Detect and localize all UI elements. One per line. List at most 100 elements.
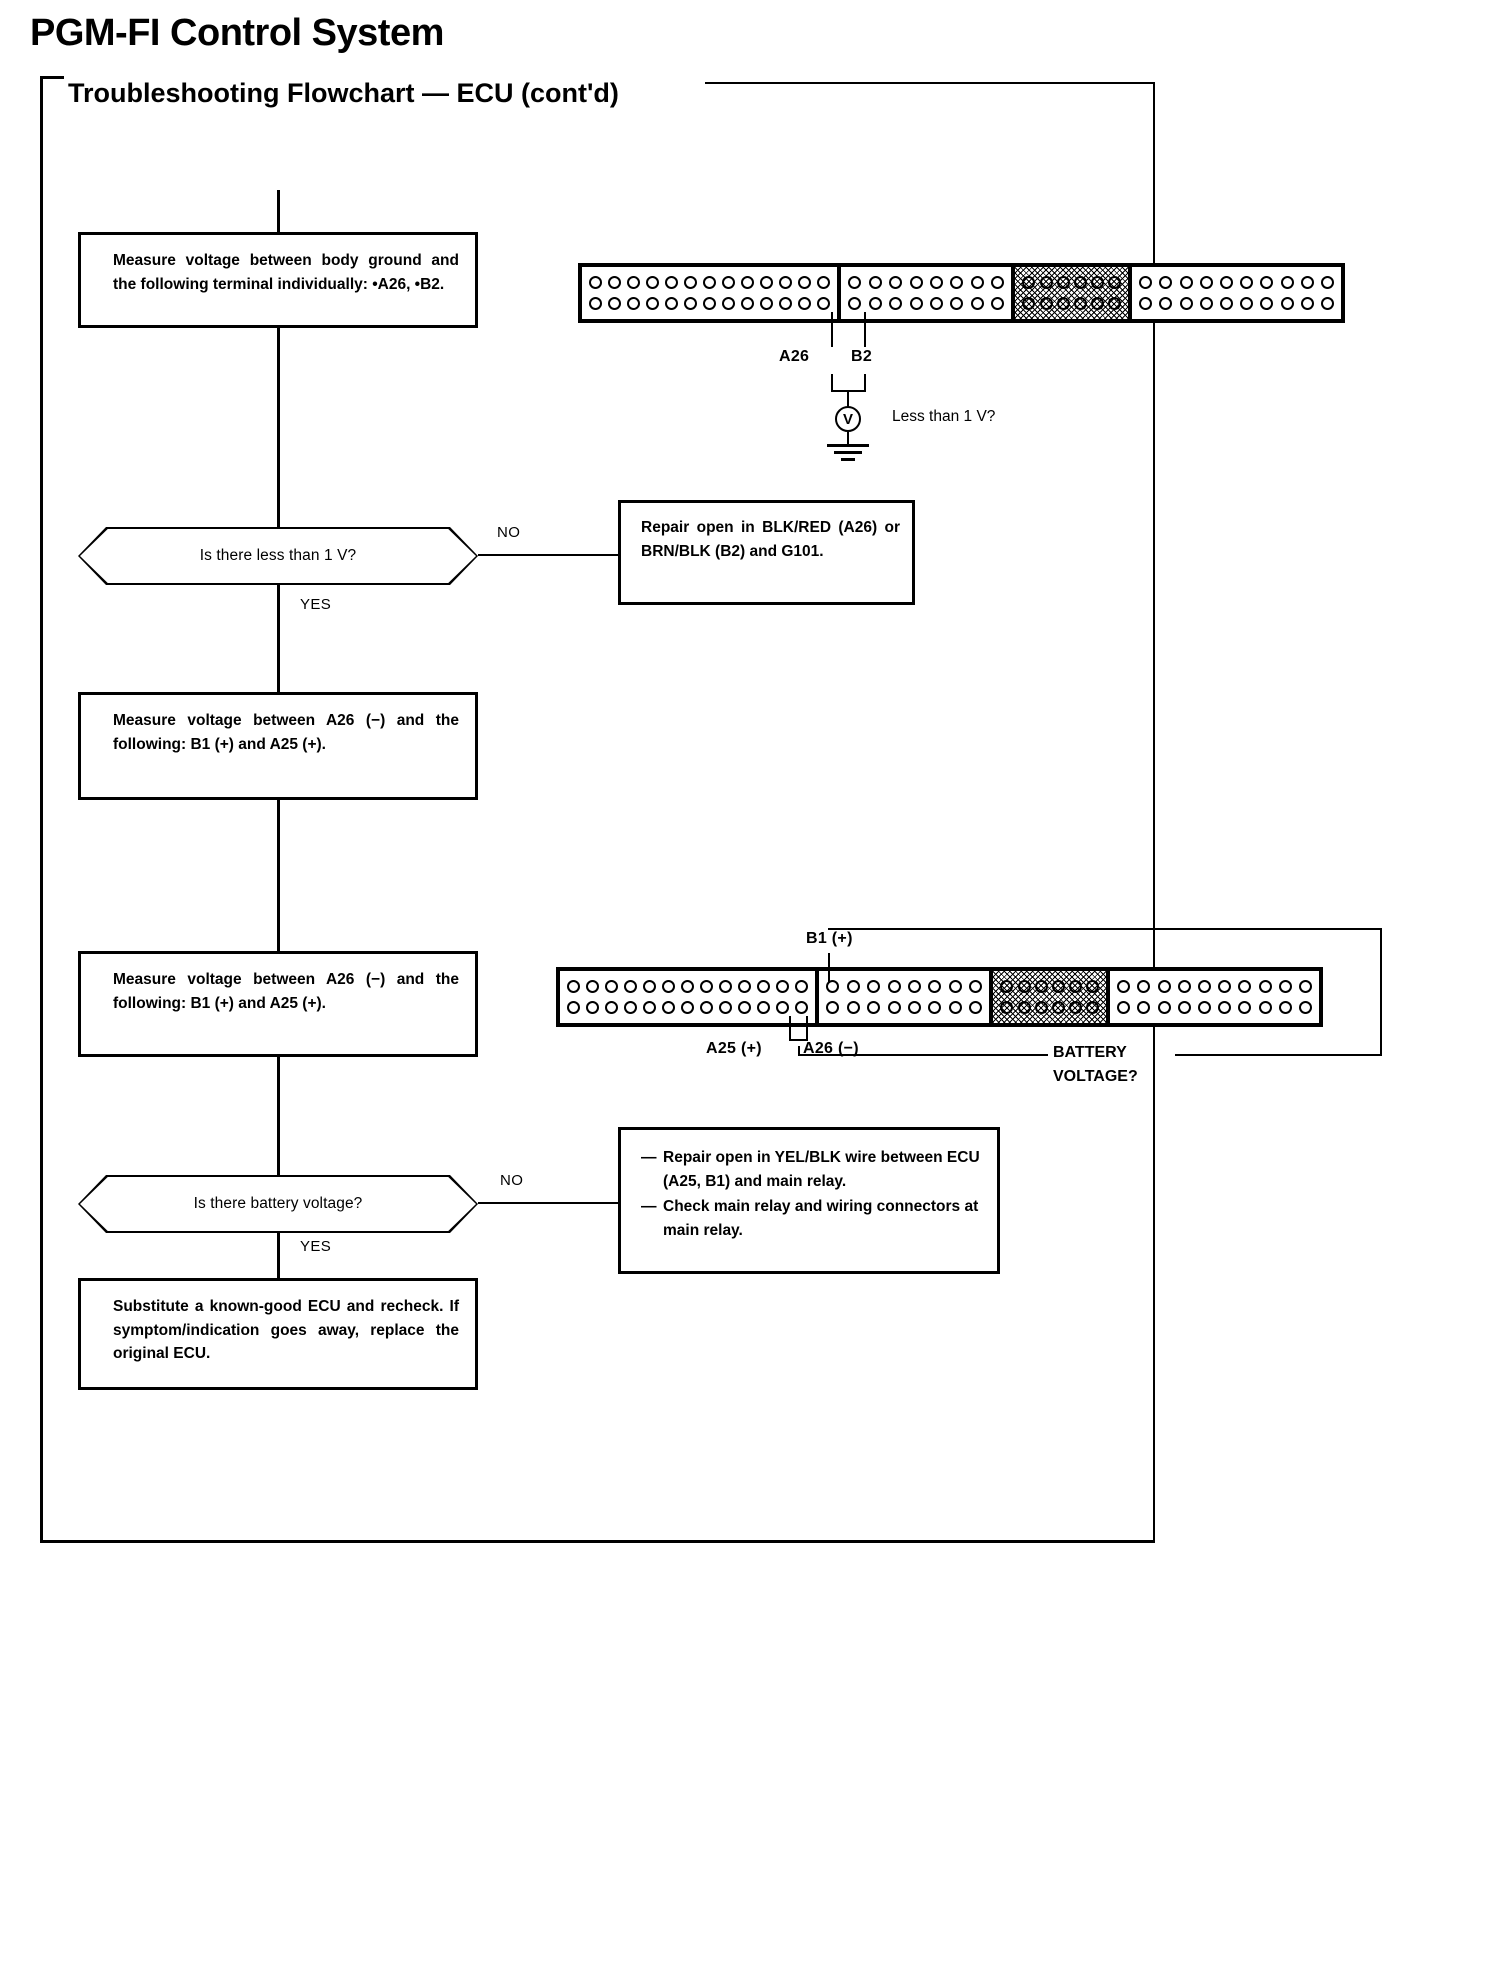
connector-pin <box>868 276 882 289</box>
voltmeter-icon: V <box>835 406 861 432</box>
connector-pin <box>1000 1001 1014 1014</box>
connector-pin <box>1218 1001 1232 1014</box>
pin-label-b2: B2 <box>851 348 873 365</box>
connector-pin <box>1039 297 1053 310</box>
connector-pin <box>1157 1001 1171 1014</box>
ecu-connector-top <box>578 263 1345 323</box>
lead-line-a25-across <box>798 1054 1048 1056</box>
connector-pin <box>817 276 831 289</box>
pin-row-upper <box>1000 980 1100 993</box>
connector-pin <box>1240 297 1254 310</box>
decision-battery-voltage-label: Is there battery voltage? <box>80 1177 476 1231</box>
connector-pin <box>1177 1001 1191 1014</box>
voltmeter-ground-lead <box>847 432 849 446</box>
connector-pin <box>1199 276 1213 289</box>
connector-pin <box>567 980 580 993</box>
pin-row-upper <box>826 980 983 993</box>
connector-pin <box>1091 276 1105 289</box>
connector-pin <box>760 276 774 289</box>
connector-pin <box>1177 980 1191 993</box>
list-item: — Repair open in YEL/BLK wire between EC… <box>641 1146 983 1193</box>
connector-pin <box>779 276 793 289</box>
pin-row-lower <box>1117 1001 1312 1014</box>
connector-pin <box>1139 276 1153 289</box>
connector-pin <box>776 980 790 993</box>
connector-pin <box>1017 1001 1031 1014</box>
connector-pin <box>1051 1001 1065 1014</box>
connector-pin <box>1280 276 1294 289</box>
repair-bullet-list: — Repair open in YEL/BLK wire between EC… <box>641 1146 983 1242</box>
pin-row-upper <box>1022 276 1122 289</box>
connector-segment-d <box>1110 971 1319 1023</box>
connector-pin-b1 <box>826 980 840 993</box>
pin-row-lower <box>589 297 831 310</box>
list-item: — Check main relay and wiring connectors… <box>641 1195 983 1242</box>
lead-line-to-voltmeter <box>847 390 849 407</box>
connector-pin <box>1298 980 1312 993</box>
ecu-connector-bottom <box>556 967 1323 1027</box>
connector-pin <box>703 297 717 310</box>
connector-pin <box>624 980 638 993</box>
connector-pin <box>908 1001 922 1014</box>
frame-left-rule <box>40 76 43 1542</box>
connector-pin <box>741 297 755 310</box>
connector-pin <box>1298 1001 1312 1014</box>
connector-pin <box>948 980 962 993</box>
lead-line-a25 <box>789 1016 791 1041</box>
connector-pin <box>1069 1001 1083 1014</box>
connector-pin <box>991 297 1005 310</box>
connector-pin <box>846 1001 860 1014</box>
connector-pin <box>1069 980 1083 993</box>
connector-pin <box>867 980 881 993</box>
connector-pin <box>700 980 714 993</box>
connector-pin <box>1000 980 1014 993</box>
decision-less-than-1v-label: Is there less than 1 V? <box>80 529 476 583</box>
lead-line-b1-across <box>828 928 1382 930</box>
process-box-measure-a26-b1-a25-first: Measure voltage between A26 (−) and the … <box>78 692 478 800</box>
connector-pin <box>1086 1001 1100 1014</box>
lead-line-b2-lower <box>864 374 866 392</box>
dash-bullet-icon: — <box>641 1198 657 1216</box>
connector-pin <box>950 297 964 310</box>
lead-line-a26-lower <box>831 374 833 392</box>
lead-line-b1-down <box>828 953 830 983</box>
connector-pin <box>1039 276 1053 289</box>
connector-pin <box>1220 297 1233 310</box>
lead-line-a25-drop <box>798 1046 800 1056</box>
connector-pin <box>1198 980 1211 993</box>
section-title: Troubleshooting Flowchart — ECU (cont'd) <box>68 78 619 108</box>
connector-pin <box>567 1001 580 1014</box>
flow-line-entry <box>277 190 280 234</box>
note-battery-voltage-line2: VOLTAGE? <box>1053 1068 1138 1085</box>
connector-pin <box>1034 1001 1048 1014</box>
pin-label-a26-bottom: A26 (−) <box>803 1040 859 1057</box>
connector-pin <box>1086 980 1100 993</box>
connector-pin <box>738 980 752 993</box>
pin-row-upper <box>848 276 1005 289</box>
connector-segment-c-hatched <box>993 971 1111 1023</box>
connector-pin <box>928 980 942 993</box>
connector-pin <box>1108 297 1122 310</box>
connector-pin <box>1238 1001 1252 1014</box>
connector-pin <box>950 276 964 289</box>
connector-segment-c-hatched <box>1015 267 1133 319</box>
connector-pin <box>1022 297 1036 310</box>
connector-pin <box>608 297 622 310</box>
note-battery-voltage-line1: BATTERY <box>1053 1044 1127 1061</box>
connector-pin <box>1022 276 1036 289</box>
connector-pin <box>643 1001 657 1014</box>
connector-pin <box>627 276 641 289</box>
connector-pin <box>589 297 602 310</box>
connector-pin <box>1260 297 1274 310</box>
frame-bottom-rule <box>40 1540 1155 1543</box>
connector-pin <box>608 276 622 289</box>
connector-pin <box>1260 276 1274 289</box>
connector-segment-d <box>1132 267 1341 319</box>
process-box-measure-a26-b1-a25-second: Measure voltage between A26 (−) and the … <box>78 951 478 1057</box>
connector-pin <box>930 297 944 310</box>
connector-pin <box>1238 980 1252 993</box>
flow-label-yes-1: YES <box>300 596 332 613</box>
ground-bar-3-icon <box>841 458 855 461</box>
lead-line-a26 <box>831 312 833 347</box>
